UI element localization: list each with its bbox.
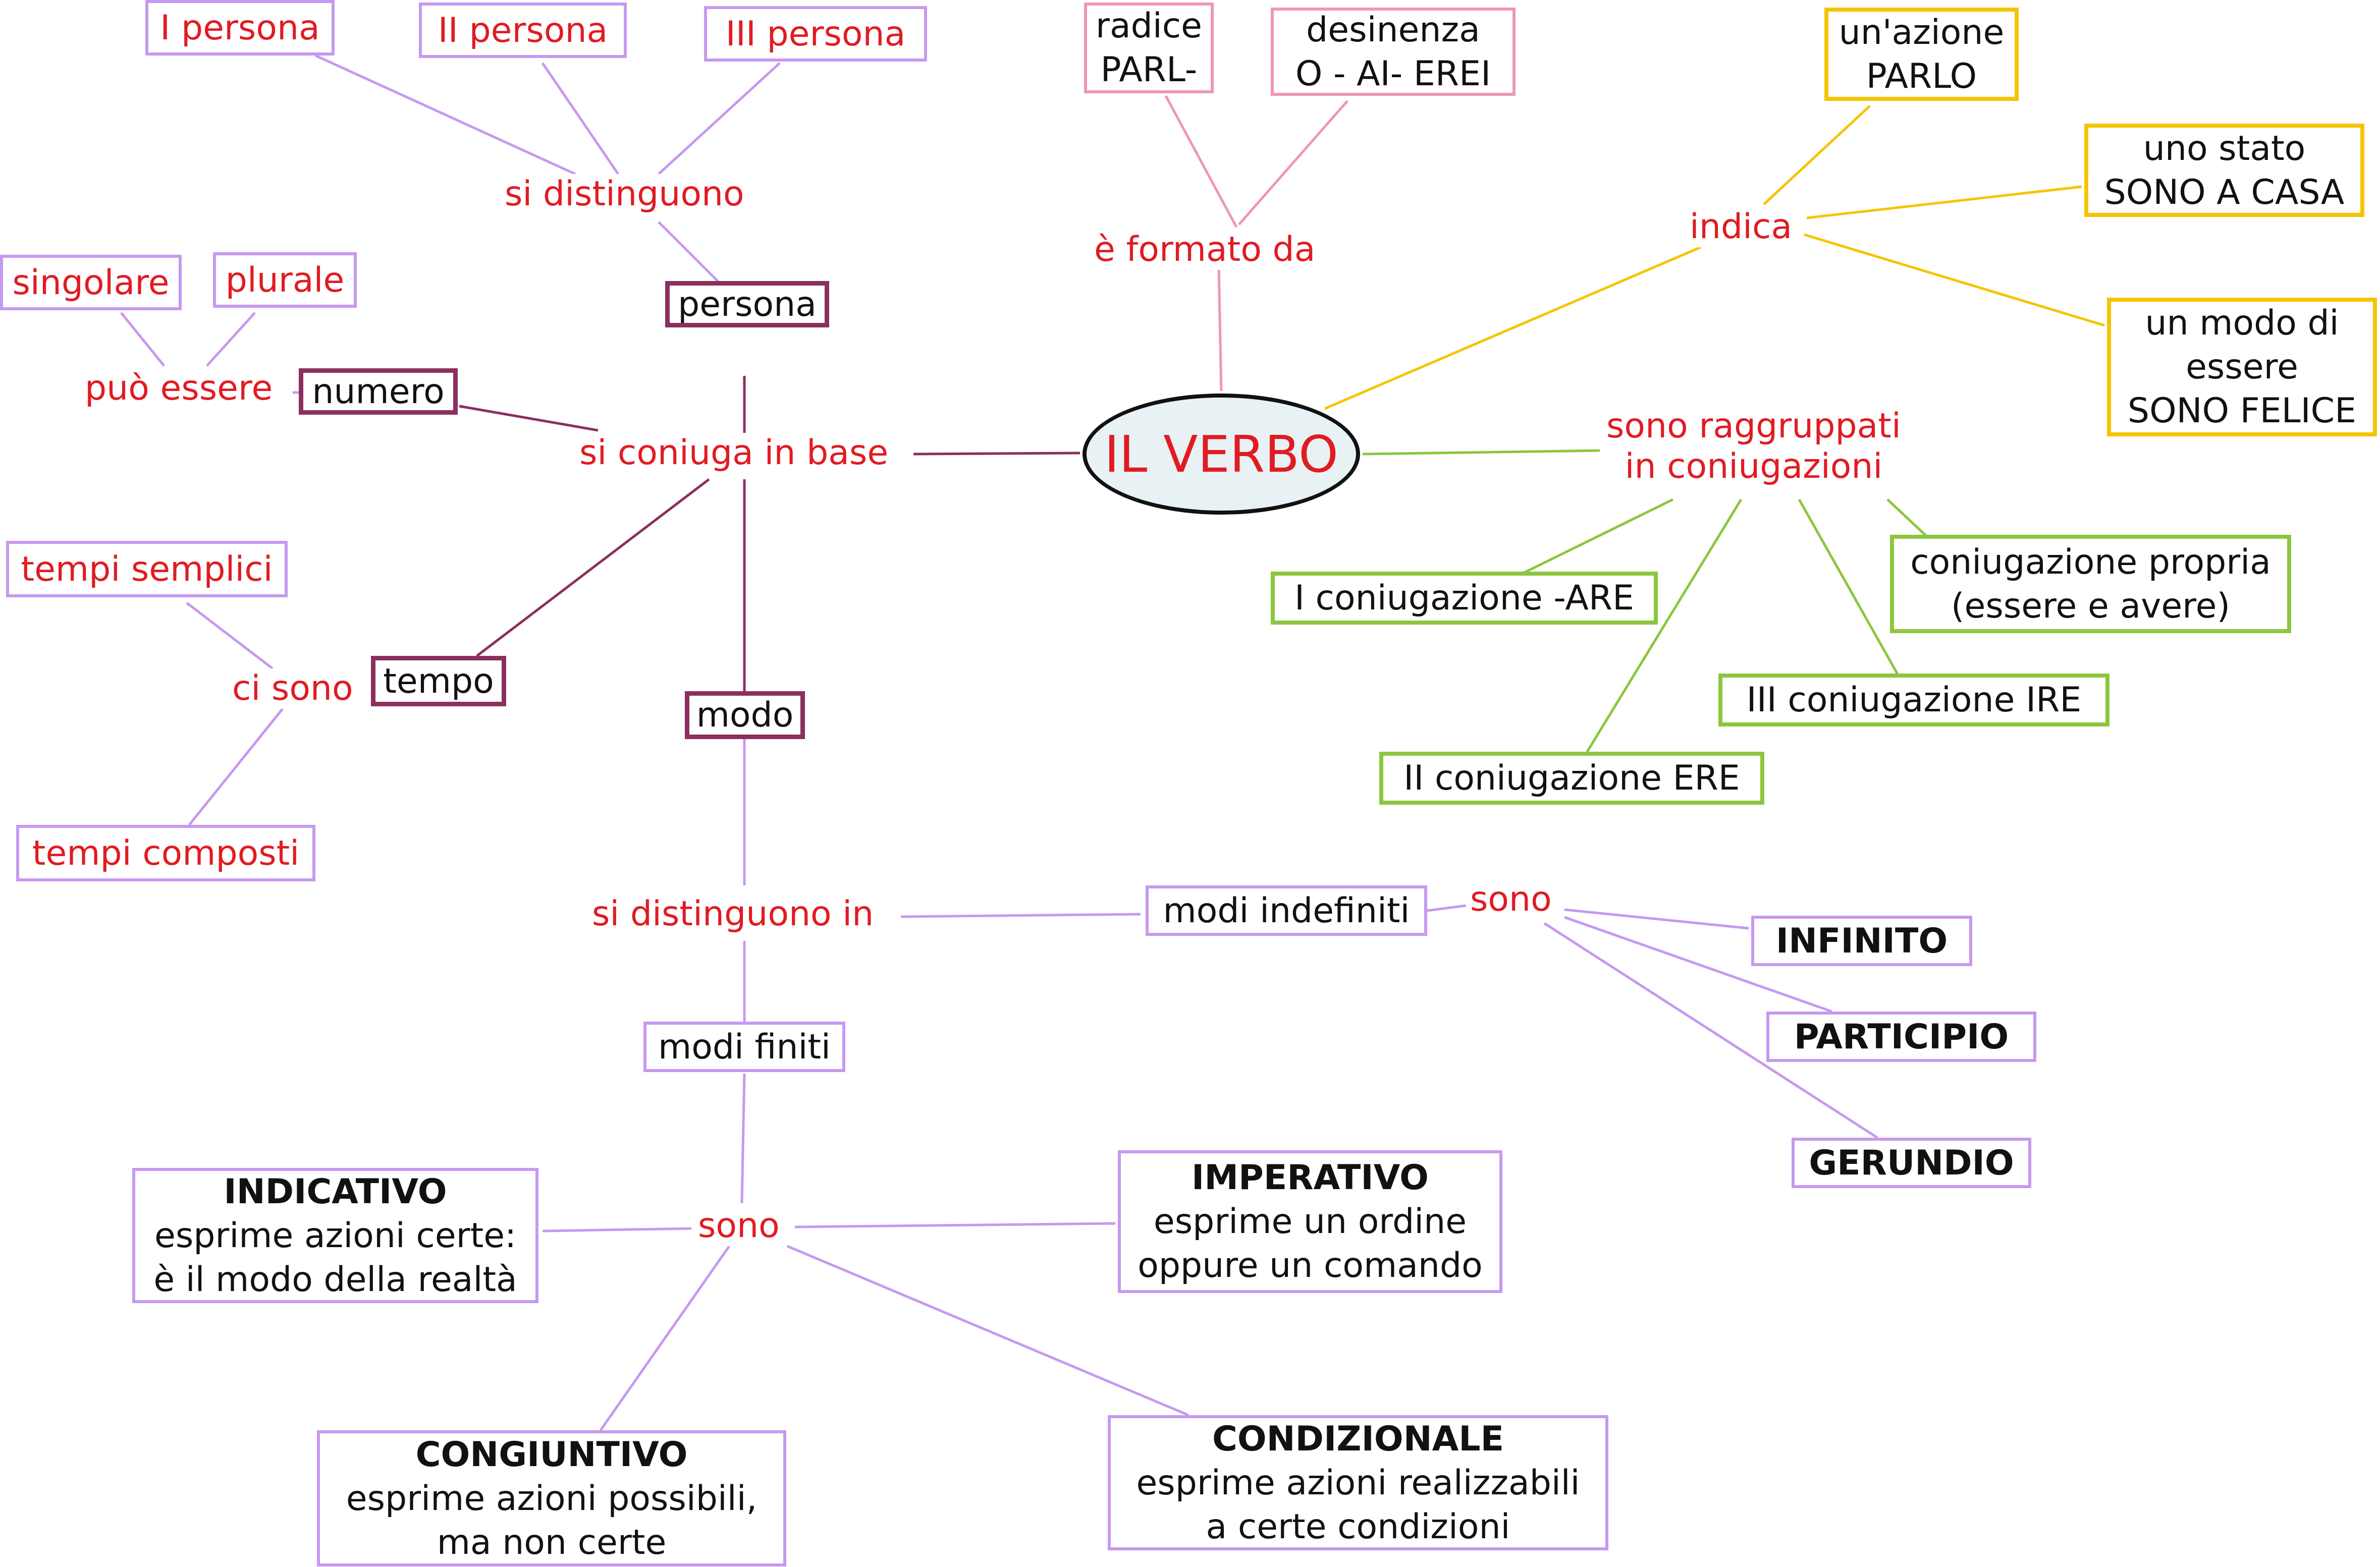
condizionale-line-1: esprime azioni realizzabili (1136, 1463, 1580, 1503)
stato-node: uno stato SONO A CASA (2084, 124, 2364, 217)
tempi-semplici-node: tempi semplici (6, 541, 288, 597)
tempo-node: tempo (371, 656, 506, 706)
prima-persona-node: I persona (145, 0, 335, 55)
azione-line-1: un'azione (1838, 12, 2005, 52)
propria-line-2: (essere e avere) (1951, 586, 2230, 626)
modi-indefiniti-node: modi indefiniti (1146, 885, 1427, 936)
prima-coniugazione-node: I coniugazione -ARE (1271, 572, 1658, 625)
azione-node: un'azione PARLO (1824, 8, 2019, 101)
sono-indefiniti-label: sono (1466, 879, 1556, 920)
plurale-node: plurale (213, 252, 357, 308)
stato-line-1: uno stato (2143, 128, 2306, 169)
modo-di-essere-line-1: un modo di (2145, 303, 2339, 343)
modo-di-essere-line-2: essere (2186, 347, 2298, 387)
il-verbo-node: IL VERBO (1083, 394, 1360, 515)
indicativo-line-1: esprime azioni certe: (154, 1215, 517, 1256)
radice-node: radice PARL- (1084, 3, 1214, 93)
sono-finiti-label: sono (694, 1206, 784, 1246)
radice-line-1: radice (1096, 6, 1202, 46)
seconda-persona-node: II persona (419, 3, 627, 58)
participio-node: PARTICIPIO (1766, 1012, 2036, 1062)
raggruppati-line-2: in coniugazioni (1625, 446, 1883, 486)
congiuntivo-title: CONGIUNTIVO (415, 1434, 688, 1475)
e-formato-da-label: è formato da (1090, 230, 1320, 270)
imperativo-node: IMPERATIVO esprime un ordine oppure un c… (1118, 1150, 1502, 1293)
puo-essere-label: può essere (81, 368, 277, 409)
modo-node: modo (685, 691, 805, 739)
radice-line-2: PARL- (1100, 50, 1198, 90)
condizionale-node: CONDIZIONALE esprime azioni realizzabili… (1108, 1415, 1608, 1550)
terza-coniugazione-node: III coniugazione IRE (1718, 674, 2109, 726)
condizionale-title: CONDIZIONALE (1212, 1419, 1504, 1459)
seconda-coniugazione-node: II coniugazione ERE (1379, 752, 1764, 805)
desinenza-line-2: O - AI- EREI (1295, 53, 1491, 94)
condizionale-line-2: a certe condizioni (1206, 1506, 1510, 1547)
indicativo-line-2: è il modo della realtà (153, 1259, 517, 1300)
tempi-composti-node: tempi composti (16, 825, 315, 881)
modo-di-essere-node: un modo di essere SONO FELICE (2107, 298, 2377, 436)
propria-line-1: coniugazione propria (1910, 542, 2271, 582)
raggruppati-line-1: sono raggruppati (1606, 406, 1901, 446)
persona-node: persona (665, 281, 829, 327)
imperativo-line-1: esprime un ordine (1153, 1202, 1467, 1242)
gerundio-node: GERUNDIO (1792, 1138, 2031, 1188)
congiuntivo-line-1: esprime azioni possibili, (346, 1478, 758, 1519)
singolare-node: singolare (0, 255, 182, 310)
si-coniuga-label: si coniuga in base (575, 433, 893, 473)
indicativo-node: INDICATIVO esprime azioni certe: è il mo… (132, 1168, 538, 1303)
coniugazione-propria-node: coniugazione propria (essere e avere) (1890, 535, 2291, 633)
stato-line-2: SONO A CASA (2104, 172, 2345, 212)
congiuntivo-line-2: ma non certe (437, 1522, 667, 1562)
terza-persona-node: III persona (704, 6, 927, 62)
si-distinguono-label: si distinguono (501, 174, 748, 214)
indica-label: indica (1686, 207, 1797, 247)
congiuntivo-node: CONGIUNTIVO esprime azioni possibili, ma… (317, 1430, 786, 1566)
imperativo-line-2: oppure un comando (1138, 1246, 1483, 1285)
si-distinguono-in-label: si distinguono in (588, 894, 878, 934)
infinito-node: INFINITO (1751, 916, 1972, 966)
il-verbo-label: IL VERBO (1104, 424, 1338, 484)
imperativo-title: IMPERATIVO (1192, 1158, 1429, 1198)
azione-line-2: PARLO (1866, 56, 1977, 96)
desinenza-line-1: desinenza (1306, 10, 1480, 50)
modi-finiti-node: modi finiti (643, 1022, 845, 1072)
indicativo-title: INDICATIVO (224, 1171, 447, 1212)
modo-di-essere-line-3: SONO FELICE (2127, 391, 2357, 431)
raggruppati-label: sono raggruppati in coniugazioni (1602, 406, 1905, 487)
numero-node: numero (299, 368, 458, 415)
desinenza-node: desinenza O - AI- EREI (1271, 8, 1516, 96)
ci-sono-label: ci sono (228, 668, 357, 709)
